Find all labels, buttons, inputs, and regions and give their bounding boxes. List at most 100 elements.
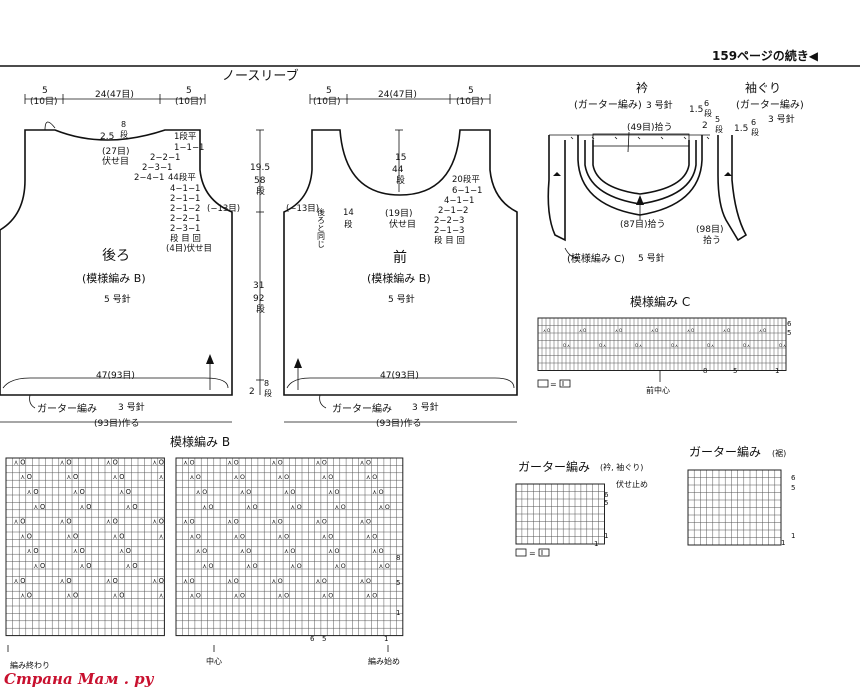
svg-text:5 号針: 5 号針 xyxy=(104,293,131,305)
chart-pattern-b: 模様編み B ⋏O⋏O⋏O⋏O⋏O⋏O⋏O⋏⋏O⋏O⋏O⋏O⋏O⋏O⋏O⋏O⋏O… xyxy=(5,434,404,670)
svg-text:⋏: ⋏ xyxy=(152,518,157,526)
svg-text:2.5: 2.5 xyxy=(100,132,114,142)
svg-text:段: 段 xyxy=(256,303,265,315)
svg-text:O: O xyxy=(284,533,289,540)
svg-text:6: 6 xyxy=(751,118,756,127)
chart-garter-collar: ガーター編み (衿, 袖ぐり) 伏せ止め 6 5 1 1 = xyxy=(515,459,648,558)
svg-text:(93目)作る: (93目)作る xyxy=(94,417,139,429)
svg-text:20段平: 20段平 xyxy=(452,174,480,185)
page-reference: 159ページの続き◀ xyxy=(712,48,819,63)
svg-text:O: O xyxy=(328,533,333,540)
svg-text:2: 2 xyxy=(702,121,708,131)
svg-text:O: O xyxy=(159,518,164,526)
svg-text:5: 5 xyxy=(396,579,400,587)
svg-text:⋏: ⋏ xyxy=(651,328,654,333)
svg-text:⋏: ⋏ xyxy=(159,592,164,600)
svg-text:O: O xyxy=(113,577,118,585)
svg-text:O: O xyxy=(379,548,384,555)
svg-text:⋏: ⋏ xyxy=(66,473,71,481)
svg-text:O: O xyxy=(341,563,346,570)
svg-text:5: 5 xyxy=(787,329,791,337)
svg-text:⋏: ⋏ xyxy=(567,343,570,348)
svg-text:⋏: ⋏ xyxy=(328,489,333,496)
svg-text:2−1−2: 2−1−2 xyxy=(170,204,200,214)
svg-text:O: O xyxy=(278,459,283,466)
svg-text:⋏: ⋏ xyxy=(284,548,289,555)
svg-text:O: O xyxy=(372,593,377,600)
svg-text:模様編み C: 模様編み C xyxy=(630,294,690,309)
svg-text:後ろと同じ: 後ろと同じ xyxy=(317,207,326,248)
svg-text:O: O xyxy=(196,593,201,600)
svg-text:O: O xyxy=(366,578,371,585)
svg-text:⋏: ⋏ xyxy=(66,592,71,600)
svg-text:O: O xyxy=(655,328,658,333)
svg-text:O: O xyxy=(209,563,214,570)
svg-text:⋏: ⋏ xyxy=(190,593,195,600)
svg-text:段: 段 xyxy=(751,127,759,137)
svg-text:2: 2 xyxy=(249,387,255,397)
svg-text:O: O xyxy=(119,473,124,481)
svg-text:⋏: ⋏ xyxy=(14,458,19,466)
svg-text:段: 段 xyxy=(120,129,128,139)
svg-text:(87目)拾う: (87目)拾う xyxy=(620,218,665,230)
svg-text:O: O xyxy=(190,459,195,466)
svg-text:5: 5 xyxy=(604,499,608,507)
svg-text:O: O xyxy=(209,504,214,511)
svg-text:⋏: ⋏ xyxy=(227,459,232,466)
svg-text:⋏: ⋏ xyxy=(80,503,85,511)
svg-text:24(47目): 24(47目) xyxy=(378,89,417,100)
svg-text:⋏: ⋏ xyxy=(234,533,239,540)
svg-text:⋏: ⋏ xyxy=(322,533,327,540)
svg-text:31: 31 xyxy=(253,281,264,291)
svg-text:O: O xyxy=(27,473,32,481)
svg-text:⋏: ⋏ xyxy=(316,519,321,526)
svg-text:⋏: ⋏ xyxy=(278,533,283,540)
svg-text:⋏: ⋏ xyxy=(711,343,714,348)
svg-text:⋏: ⋏ xyxy=(675,343,678,348)
svg-text:⋏: ⋏ xyxy=(290,563,295,570)
svg-text:⋏: ⋏ xyxy=(759,328,762,333)
svg-text:⋏: ⋏ xyxy=(73,488,78,496)
svg-text:O: O xyxy=(385,504,390,511)
svg-text:O: O xyxy=(253,504,258,511)
svg-text:O: O xyxy=(366,519,371,526)
svg-text:⋏: ⋏ xyxy=(33,562,38,570)
svg-text:⋏: ⋏ xyxy=(366,593,371,600)
svg-text:⋏: ⋏ xyxy=(246,563,251,570)
svg-text:O: O xyxy=(335,489,340,496)
svg-text:段 目 回: 段 目 回 xyxy=(434,235,465,246)
svg-text:(衿, 袖ぐり): (衿, 袖ぐり) xyxy=(600,462,643,472)
svg-text:ガーター編み: ガーター編み xyxy=(332,402,392,415)
svg-text:O: O xyxy=(132,562,137,570)
svg-text:⋏: ⋏ xyxy=(328,548,333,555)
svg-text:⋏: ⋏ xyxy=(159,532,164,540)
svg-text:⋏: ⋏ xyxy=(190,533,195,540)
svg-text:O: O xyxy=(73,473,78,481)
svg-text:(10目): (10目) xyxy=(313,96,340,107)
svg-text:⋏: ⋏ xyxy=(335,504,340,511)
svg-text:⋏: ⋏ xyxy=(106,518,111,526)
svg-text:O: O xyxy=(86,562,91,570)
svg-text:O: O xyxy=(240,593,245,600)
svg-text:⋏: ⋏ xyxy=(379,504,384,511)
svg-text:⋏: ⋏ xyxy=(747,343,750,348)
svg-text:⋏: ⋏ xyxy=(543,328,546,333)
svg-text:⋏: ⋏ xyxy=(322,593,327,600)
svg-text:⋏: ⋏ xyxy=(190,474,195,481)
svg-text:92: 92 xyxy=(253,294,264,304)
svg-text:⋏: ⋏ xyxy=(113,592,118,600)
svg-text:O: O xyxy=(743,343,746,348)
svg-text:O: O xyxy=(234,519,239,526)
svg-text:(−13目): (−13目) xyxy=(286,204,319,214)
svg-text:⋏: ⋏ xyxy=(196,489,201,496)
svg-text:⋏: ⋏ xyxy=(272,578,277,585)
svg-text:伏せ目: 伏せ目 xyxy=(102,155,129,167)
svg-text:5: 5 xyxy=(186,86,192,96)
svg-text:⋏: ⋏ xyxy=(80,562,85,570)
svg-text:⋏: ⋏ xyxy=(33,503,38,511)
svg-text:O: O xyxy=(290,548,295,555)
svg-text:拾う: 拾う xyxy=(703,234,721,246)
svg-text:O: O xyxy=(40,503,45,511)
svg-text:O: O xyxy=(691,328,694,333)
